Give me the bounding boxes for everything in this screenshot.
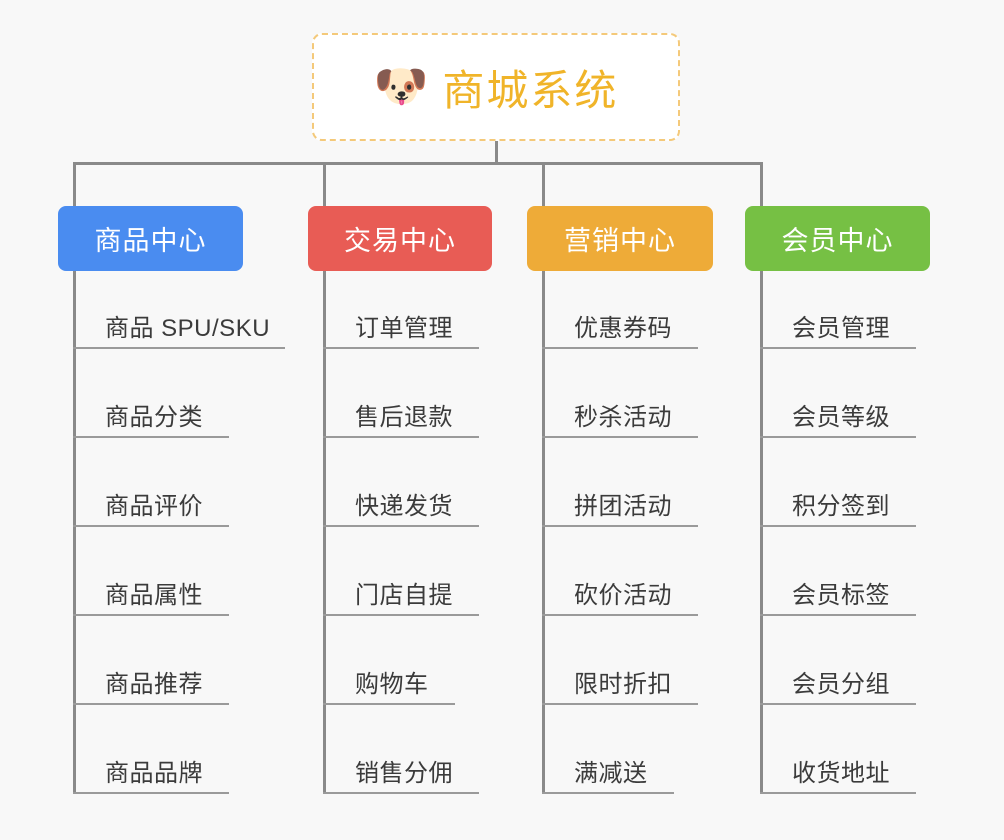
leaf-item-label: 会员管理 (792, 315, 890, 342)
leaf-item-underline (73, 703, 229, 705)
connector-drop-3 (542, 162, 545, 206)
leaf-item-underline (542, 703, 698, 705)
connector-root-stem (495, 141, 498, 165)
leaf-item-underline (760, 436, 916, 438)
leaf-item-underline (323, 436, 479, 438)
leaf-item-underline (760, 347, 916, 349)
leaf-item-underline (760, 614, 916, 616)
leaf-item-label: 快递发货 (355, 493, 453, 520)
leaf-item-label: 售后退款 (355, 404, 453, 431)
leaf-item-underline (542, 525, 698, 527)
leaf-item-label: 收货地址 (792, 760, 890, 787)
leaf-item-underline (542, 614, 698, 616)
leaf-item-label: 会员标签 (792, 582, 890, 609)
leaf-item-label: 销售分佣 (355, 760, 453, 787)
branch-header-label: 商品中心 (94, 226, 207, 256)
leaf-item-label: 砍价活动 (574, 582, 672, 609)
dog-face-icon: 🐶 (373, 62, 429, 111)
branch-header-label: 营销中心 (564, 226, 676, 256)
connector-drop-1 (73, 162, 76, 206)
leaf-item-underline (323, 614, 479, 616)
leaf-item-underline (73, 614, 229, 616)
leaf-item-underline (542, 792, 674, 794)
leaf-item-label: 满减送 (574, 760, 648, 787)
leaf-item-label: 积分签到 (792, 493, 890, 520)
branch-header-2[interactable]: 交易中心 (308, 206, 492, 271)
connector-drop-2 (323, 162, 326, 206)
leaf-item-label: 会员等级 (792, 404, 890, 431)
connector-drop-4 (760, 162, 763, 206)
leaf-item-underline (323, 703, 455, 705)
branch-trunk-3 (542, 271, 545, 794)
leaf-item-label: 订单管理 (355, 315, 453, 342)
leaf-item-underline (760, 792, 916, 794)
leaf-item-underline (760, 703, 916, 705)
leaf-item-underline (73, 525, 229, 527)
leaf-item-underline (73, 347, 285, 349)
leaf-item-label: 商品分类 (105, 404, 203, 431)
branch-header-4[interactable]: 会员中心 (745, 206, 930, 271)
leaf-item-underline (760, 525, 916, 527)
leaf-item-label: 商品 SPU/SKU (105, 315, 271, 342)
branch-trunk-2 (323, 271, 326, 794)
leaf-item-label: 门店自提 (355, 582, 453, 609)
leaf-item-underline (73, 792, 229, 794)
leaf-item-underline (323, 792, 479, 794)
root-node[interactable]: 🐶 商城系统 (312, 33, 680, 141)
leaf-item-label: 商品评价 (105, 493, 203, 520)
leaf-item-label: 商品属性 (105, 582, 203, 609)
leaf-item-label: 限时折扣 (574, 671, 672, 698)
leaf-item-underline (73, 436, 229, 438)
branch-header-3[interactable]: 营销中心 (527, 206, 713, 271)
leaf-item-underline (323, 525, 479, 527)
leaf-item-underline (542, 436, 698, 438)
branch-trunk-4 (760, 271, 763, 794)
leaf-item-label: 秒杀活动 (574, 404, 672, 431)
leaf-item-label: 购物车 (355, 671, 429, 698)
leaf-item-label: 优惠券码 (574, 315, 672, 342)
leaf-item-label: 商品推荐 (105, 671, 203, 698)
connector-horizontal-bus (73, 162, 763, 165)
leaf-item-label: 会员分组 (792, 671, 890, 698)
branch-header-1[interactable]: 商品中心 (58, 206, 243, 271)
leaf-item-label: 拼团活动 (574, 493, 672, 520)
leaf-item-label: 商品品牌 (105, 760, 203, 787)
leaf-item-underline (323, 347, 479, 349)
branch-header-label: 交易中心 (344, 226, 456, 256)
branch-header-label: 会员中心 (781, 226, 894, 256)
root-title: 商城系统 (442, 66, 619, 114)
branch-trunk-1 (73, 271, 76, 794)
leaf-item-underline (542, 347, 698, 349)
